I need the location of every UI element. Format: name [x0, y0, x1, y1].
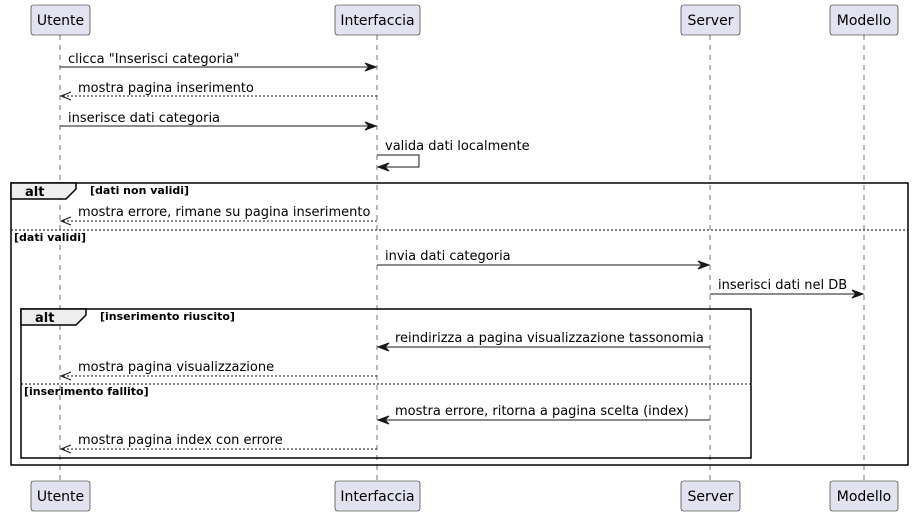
message-valida-locale: valida dati localmente [376, 139, 530, 172]
message-label: mostra pagina index con errore [78, 433, 283, 448]
alt-fragment-insertion: alt [inserimento riuscito] [inserimento … [20, 308, 752, 459]
message-label: clicca "Inserisci categoria" [68, 52, 240, 67]
message-label: mostra pagina inserimento [78, 81, 254, 96]
fragment-keyword: alt [35, 311, 54, 326]
participant-utente-top: Utente [30, 4, 91, 36]
message-label: inserisce dati categoria [68, 111, 220, 126]
participant-label: Utente [37, 489, 84, 505]
message-invia-dati: invia dati categoria [377, 249, 711, 270]
message-pagina-index-errore: mostra pagina index con errore [59, 433, 377, 454]
participant-label: Server [688, 489, 734, 505]
participant-interfaccia-top: Interfaccia [334, 4, 421, 36]
participant-utente-bottom: Utente [30, 480, 91, 512]
else-guard: [inserimento fallito] [24, 385, 149, 398]
participant-server-bottom: Server [680, 480, 741, 512]
message-label: mostra pagina visualizzazione [78, 360, 274, 375]
fragment-guard: [dati non validi] [90, 184, 189, 197]
message-mostra-errore: mostra errore, rimane su pagina inserime… [59, 205, 377, 226]
else-guard: [dati validi] [14, 231, 86, 244]
message-label: mostra errore, rimane su pagina inserime… [78, 205, 370, 220]
message-inserisce-dati: inserisce dati categoria [60, 111, 378, 131]
message-label: inserisci dati nel DB [718, 278, 847, 293]
message-mostra-visualizzazione: mostra pagina visualizzazione [59, 360, 377, 381]
participant-label: Modello [837, 489, 892, 505]
alt-fragment-validation: alt [dati non validi] [dati validi] [10, 182, 909, 466]
participant-label: Interfaccia [340, 489, 414, 505]
participant-interfaccia-bottom: Interfaccia [334, 480, 421, 512]
participant-label: Interfaccia [340, 13, 414, 29]
message-click-inserisci: clicca "Inserisci categoria" [60, 52, 378, 72]
fragment-keyword: alt [25, 185, 44, 200]
message-label: valida dati localmente [385, 139, 530, 154]
participant-label: Utente [37, 13, 84, 29]
message-reindirizza: reindirizza a pagina visualizzazione tas… [376, 331, 710, 352]
message-label: mostra errore, ritorna a pagina scelta (… [395, 404, 689, 419]
fragment-guard: [inserimento riuscito] [100, 310, 235, 323]
message-label: invia dati categoria [385, 249, 511, 264]
participant-label: Server [688, 13, 734, 29]
message-errore-index: mostra errore, ritorna a pagina scelta (… [376, 404, 710, 425]
participant-label: Modello [837, 13, 892, 29]
participant-server-top: Server [680, 4, 741, 36]
message-label: reindirizza a pagina visualizzazione tas… [395, 331, 704, 346]
message-mostra-inserimento: mostra pagina inserimento [59, 81, 377, 101]
message-inserisci-db: inserisci dati nel DB [710, 278, 865, 299]
participant-modello-bottom: Modello [829, 480, 899, 512]
participant-modello-top: Modello [829, 4, 899, 36]
